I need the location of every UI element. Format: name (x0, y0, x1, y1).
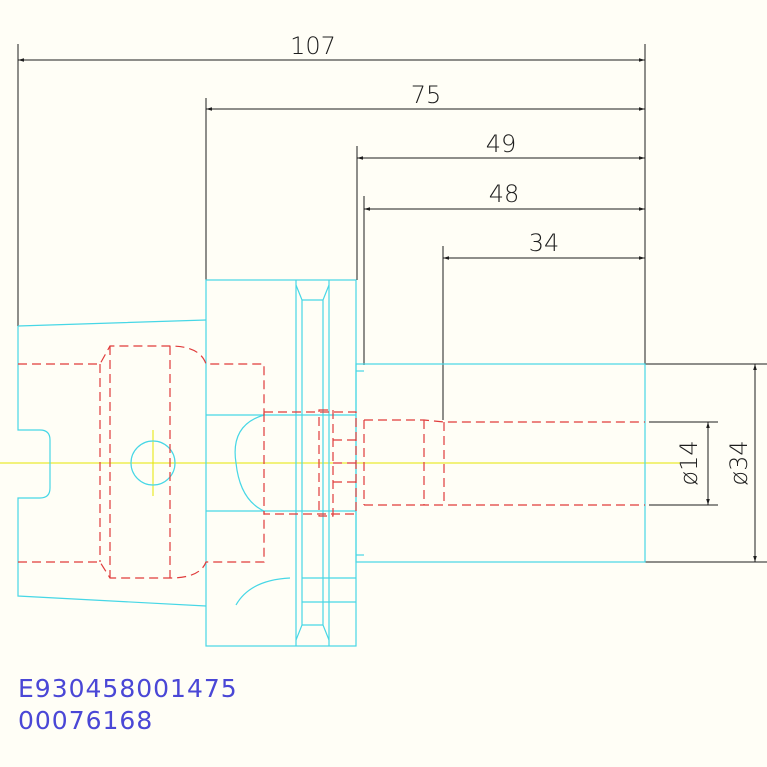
diameter-34: ø34 (725, 440, 753, 485)
part-number: E930458001475 (18, 674, 238, 703)
dimension-49: 49 (486, 130, 517, 158)
hidden-lines (18, 345, 645, 579)
dimension-48: 48 (489, 180, 520, 208)
dimension-lines (17, 44, 767, 563)
article-number: 00076168 (18, 706, 154, 735)
dimension-34: 34 (529, 229, 560, 257)
dimension-75: 75 (411, 81, 442, 109)
dimension-107: 107 (290, 32, 336, 60)
